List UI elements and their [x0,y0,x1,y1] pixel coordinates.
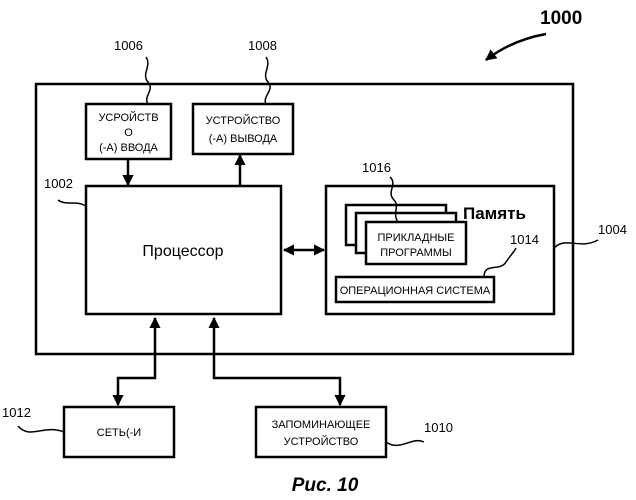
ref-1016: 1016 [362,160,391,175]
ref-1012: 1012 [2,405,31,420]
ref-1010: 1010 [424,420,453,435]
ref-1014: 1014 [510,232,539,247]
ref-1008: 1008 [248,38,277,53]
ref-1006: 1006 [114,38,143,53]
figure-caption: Рис. 10 [292,475,359,496]
leader-1010 [386,441,424,446]
applications-label-1: ПРИКЛАДНЫЕ [378,232,455,244]
output-devices-label-1: УСТРОЙСТВО [206,114,281,127]
figure-pointer-arrow [486,34,546,60]
applications-label-2: ПРОГРАММЫ [380,247,452,259]
ref-1002: 1002 [44,176,73,191]
memory-label: Память [463,204,526,223]
leader-1012 [18,426,64,432]
storage-label-1: ЗАПОМИНАЮЩЕЕ [272,419,371,431]
input-devices-label-1: УСРОЙСТВ [98,111,158,124]
figure-number: 1000 [540,8,582,29]
network-label: СЕТЬ(-И [97,427,141,439]
input-devices-label-3: (-А) ВВОДА [99,142,158,154]
processor-label: Процессор [142,243,223,260]
input-devices-label-2: О [124,127,133,139]
storage-block [256,407,386,457]
ref-1004: 1004 [598,222,627,237]
output-devices-block [193,104,293,154]
output-devices-label-2: (-А) ВЫВОДА [209,133,278,145]
os-label: ОПЕРАЦИОННАЯ СИСТЕМА [340,285,491,297]
storage-label-2: УСТРОЙСТВО [284,435,359,448]
